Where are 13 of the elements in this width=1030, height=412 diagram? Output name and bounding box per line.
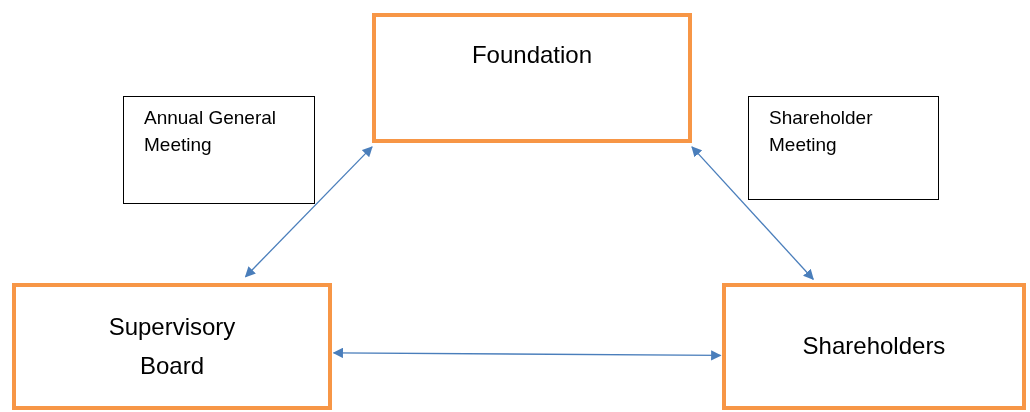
note-box xyxy=(123,96,315,204)
note-text: Shareholder Meeting xyxy=(769,106,874,157)
double-arrow xyxy=(244,146,373,278)
entity-label: Shareholders xyxy=(802,331,946,362)
entity-box xyxy=(12,283,332,410)
entity-box xyxy=(722,283,1026,410)
double-arrow xyxy=(332,347,722,361)
entity-label: Foundation xyxy=(471,40,593,70)
note-box xyxy=(748,96,939,200)
entity-label: Supervisory Board xyxy=(107,312,237,381)
double-arrow xyxy=(691,146,814,280)
note-text: Annual General Meeting xyxy=(144,106,278,157)
entity-box xyxy=(372,13,692,143)
